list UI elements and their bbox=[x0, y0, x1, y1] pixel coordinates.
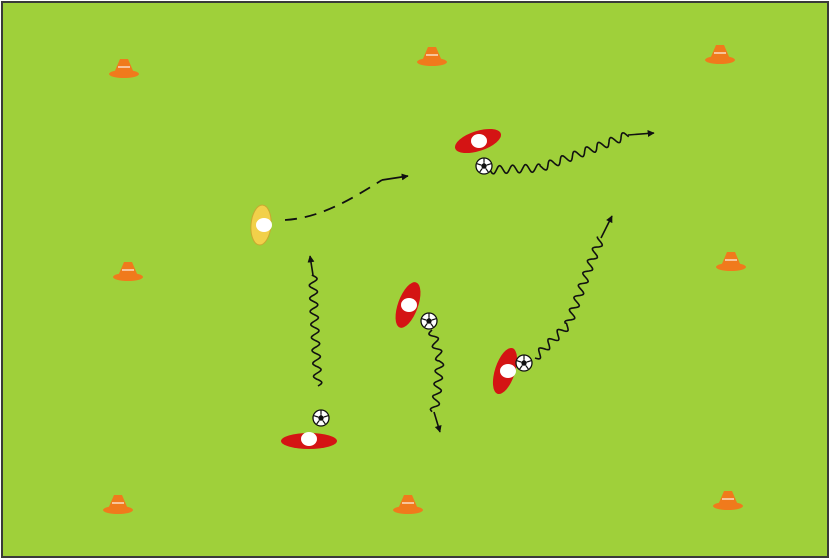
football-icon bbox=[476, 158, 492, 174]
football-icon bbox=[421, 313, 437, 329]
football-icon bbox=[516, 355, 532, 371]
football-icon bbox=[313, 410, 329, 426]
